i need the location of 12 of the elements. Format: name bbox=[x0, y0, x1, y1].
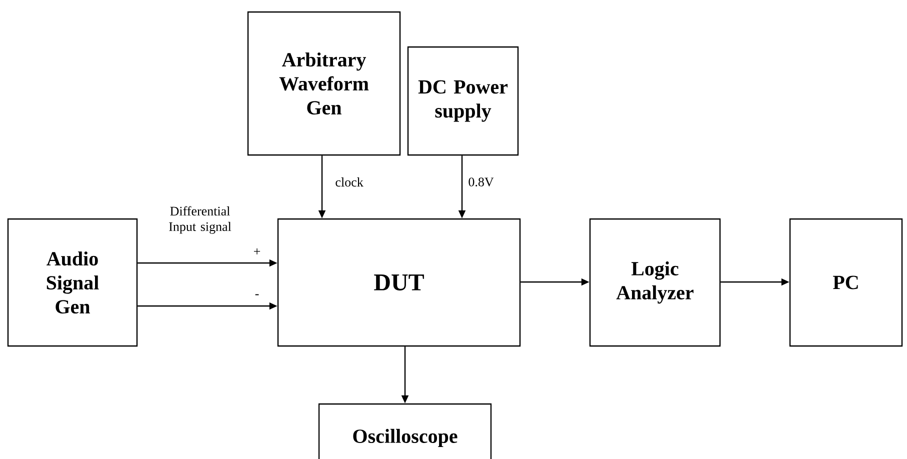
block-box: Oscilloscope bbox=[318, 403, 492, 459]
block-box: Arbitrary Waveform Gen bbox=[247, 11, 401, 156]
edge-label: + bbox=[254, 248, 260, 254]
block-box: DUT bbox=[277, 218, 521, 347]
block-box: DC Power supply bbox=[407, 46, 519, 156]
block-box: PC bbox=[789, 218, 903, 347]
block-box: Audio Signal Gen bbox=[7, 218, 138, 347]
block-box: Logic Analyzer bbox=[589, 218, 721, 347]
edge-label: clock bbox=[336, 177, 364, 187]
edge-label: 0.8V bbox=[468, 178, 494, 186]
edge-label: - bbox=[255, 294, 259, 296]
signal-label: Differential Input signal bbox=[169, 206, 232, 234]
